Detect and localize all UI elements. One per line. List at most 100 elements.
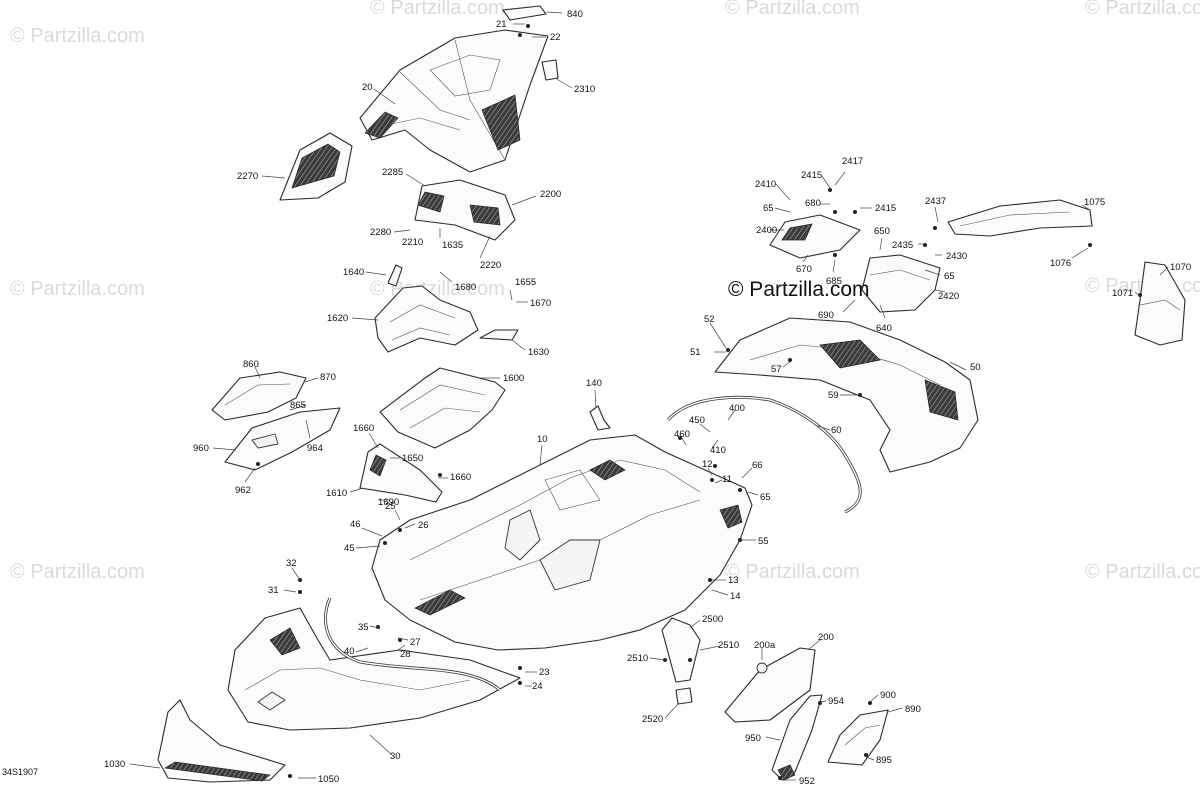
part-deck-1600[interactable] (379, 367, 506, 449)
label-11[interactable]: 11 (722, 474, 732, 485)
part-cable-60[interactable] (666, 395, 862, 514)
part-cable-40[interactable] (323, 597, 501, 692)
label-1650[interactable]: 1650 (402, 453, 423, 464)
label-1640[interactable]: 1640 (343, 267, 364, 278)
label-46[interactable]: 46 (350, 519, 361, 530)
label-26[interactable]: 26 (418, 520, 429, 531)
label-35[interactable]: 35 (358, 622, 369, 633)
label-865[interactable]: 865 (290, 400, 306, 411)
label-400[interactable]: 400 (729, 403, 745, 414)
part-handle-1075[interactable] (947, 199, 1093, 237)
label-2415a[interactable]: 2415 (801, 170, 822, 181)
label-2420[interactable]: 2420 (938, 291, 959, 302)
label-964[interactable]: 964 (307, 443, 323, 454)
label-2415b[interactable]: 2415 (875, 203, 896, 214)
label-2510a[interactable]: 2510 (718, 640, 739, 651)
part-rear-panel-50[interactable] (714, 317, 979, 473)
part-step-2500[interactable] (661, 617, 701, 705)
label-20[interactable]: 20 (362, 82, 373, 93)
part-glovebox-lid-2270[interactable] (279, 132, 353, 201)
label-670[interactable]: 670 (796, 264, 812, 275)
label-952[interactable]: 952 (799, 776, 815, 787)
label-2210[interactable]: 2210 (402, 237, 423, 248)
label-1076[interactable]: 1076 (1050, 258, 1071, 269)
label-1680[interactable]: 1680 (455, 282, 476, 293)
label-25[interactable]: 25 (385, 501, 396, 512)
label-24[interactable]: 24 (532, 681, 543, 692)
label-59[interactable]: 59 (828, 390, 839, 401)
label-860[interactable]: 860 (243, 359, 259, 370)
label-2280[interactable]: 2280 (370, 227, 391, 238)
label-12[interactable]: 12 (702, 459, 713, 470)
label-27[interactable]: 27 (410, 637, 421, 648)
label-32[interactable]: 32 (286, 558, 297, 569)
part-latch-840[interactable] (502, 5, 547, 21)
part-bracket-2310[interactable] (541, 59, 559, 81)
label-1610[interactable]: 1610 (326, 488, 347, 499)
label-1660b[interactable]: 1660 (450, 472, 471, 483)
part-clip-1640[interactable] (387, 264, 403, 287)
label-840[interactable]: 840 (567, 9, 583, 20)
label-640[interactable]: 640 (876, 323, 892, 334)
label-50[interactable]: 50 (970, 362, 981, 373)
label-31[interactable]: 31 (268, 585, 279, 596)
label-900[interactable]: 900 (880, 690, 896, 701)
label-2270[interactable]: 2270 (237, 171, 258, 182)
part-front-hull-30[interactable] (227, 607, 521, 731)
label-1050[interactable]: 1050 (318, 774, 339, 785)
label-57[interactable]: 57 (771, 364, 782, 375)
label-1070[interactable]: 1070 (1170, 262, 1191, 273)
label-22[interactable]: 22 (550, 32, 561, 43)
label-60[interactable]: 60 (831, 425, 842, 436)
label-2200[interactable]: 2200 (540, 189, 561, 200)
label-55[interactable]: 55 (758, 536, 769, 547)
label-40[interactable]: 40 (344, 646, 355, 657)
label-28[interactable]: 28 (400, 649, 411, 660)
label-45[interactable]: 45 (344, 543, 355, 554)
label-66[interactable]: 66 (752, 460, 763, 471)
part-side-panel-960[interactable] (224, 407, 341, 471)
label-2430[interactable]: 2430 (946, 251, 967, 262)
label-1600[interactable]: 1600 (503, 373, 524, 384)
label-2310[interactable]: 2310 (574, 84, 595, 95)
label-895[interactable]: 895 (876, 755, 892, 766)
label-1075[interactable]: 1075 (1084, 197, 1105, 208)
label-2285[interactable]: 2285 (382, 167, 403, 178)
label-14[interactable]: 14 (730, 591, 741, 602)
label-2437[interactable]: 2437 (925, 196, 946, 207)
label-870[interactable]: 870 (320, 372, 336, 383)
label-410[interactable]: 410 (710, 445, 726, 456)
label-650[interactable]: 650 (874, 226, 890, 237)
label-52[interactable]: 52 (704, 314, 715, 325)
part-nose-1030[interactable] (157, 699, 286, 783)
label-30[interactable]: 30 (390, 751, 401, 762)
label-10[interactable]: 10 (537, 434, 548, 445)
part-cover-1630[interactable] (479, 329, 519, 341)
label-1635[interactable]: 1635 (442, 240, 463, 251)
part-panel-890[interactable] (827, 709, 889, 766)
label-65c[interactable]: 65 (760, 492, 771, 503)
label-1660a[interactable]: 1660 (353, 423, 374, 434)
label-13[interactable]: 13 (728, 575, 739, 586)
label-1030[interactable]: 1030 (104, 759, 125, 770)
label-1071[interactable]: 1071 (1112, 288, 1133, 299)
part-trim-950[interactable] (771, 694, 823, 781)
part-cover-200[interactable] (724, 647, 816, 723)
label-450[interactable]: 450 (689, 415, 705, 426)
part-storage-insert-2285[interactable] (414, 179, 516, 241)
label-2220[interactable]: 2220 (480, 260, 501, 271)
label-2520[interactable]: 2520 (642, 714, 663, 725)
label-51[interactable]: 51 (690, 347, 701, 358)
label-960[interactable]: 960 (193, 443, 209, 454)
label-890[interactable]: 890 (905, 704, 921, 715)
label-2410[interactable]: 2410 (755, 179, 776, 190)
label-200a[interactable]: 200a (754, 640, 776, 651)
label-65b[interactable]: 65 (944, 271, 955, 282)
label-950[interactable]: 950 (745, 733, 761, 744)
part-rear-storage-20[interactable] (359, 29, 549, 173)
part-side-panel-860[interactable] (211, 371, 307, 421)
label-2417[interactable]: 2417 (842, 156, 863, 167)
label-954[interactable]: 954 (828, 696, 844, 707)
label-1670[interactable]: 1670 (530, 298, 551, 309)
part-deck-10[interactable] (371, 434, 753, 651)
